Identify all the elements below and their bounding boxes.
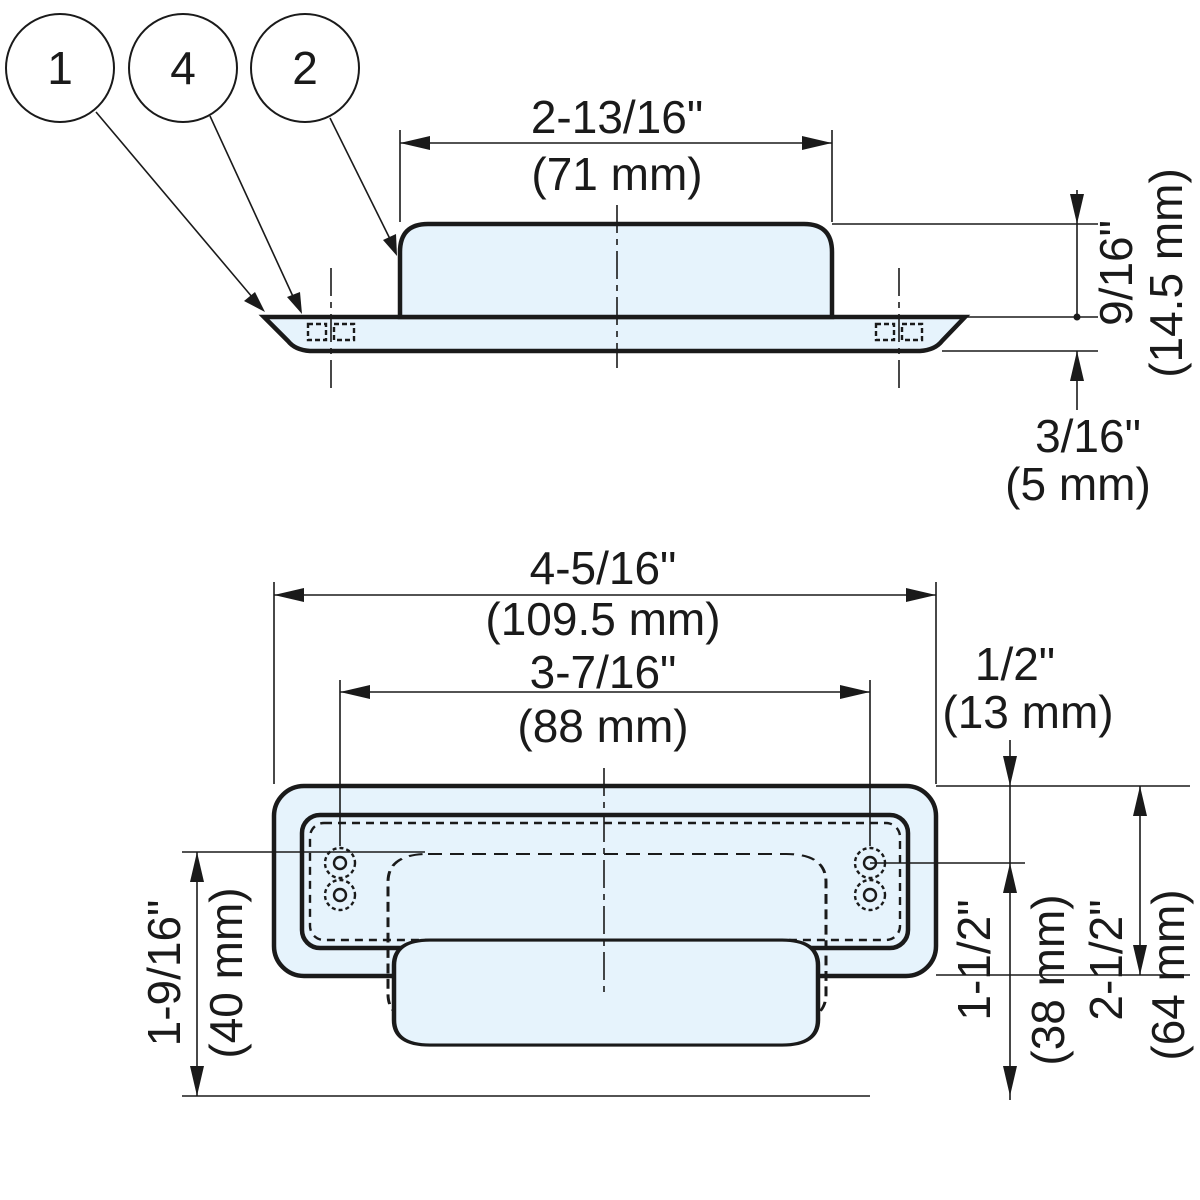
top-edge-offset-mm: (13 mm) xyxy=(942,686,1113,738)
arrow xyxy=(274,588,304,602)
callout-label: 2 xyxy=(292,42,318,94)
callout-4: 4 xyxy=(128,13,238,123)
side-stud-right xyxy=(874,322,924,342)
top-hole-x-mm: (88 mm) xyxy=(517,700,688,752)
callout-leaders xyxy=(95,111,397,314)
side-view: 2-13/16" (71 mm) 9/16" (14.5 mm) 3/16" (… xyxy=(258,91,1192,510)
top-hole-y-right-inch: 1-1/2" xyxy=(948,899,1000,1020)
arrow xyxy=(840,685,870,699)
arrow xyxy=(190,1066,204,1096)
arrow xyxy=(1133,945,1147,975)
mounting-stud-bottom-right xyxy=(853,878,887,912)
callout-1: 1 xyxy=(5,13,115,123)
side-height-inch: 9/16" xyxy=(1090,220,1142,326)
top-width-inch: 4-5/16" xyxy=(530,542,677,594)
mounting-stud-bottom-left xyxy=(323,878,357,912)
dim-dot xyxy=(1073,313,1081,321)
top-height-inch: 2-1/2" xyxy=(1080,899,1132,1020)
top-hole-x-inch: 3-7/16" xyxy=(530,646,677,698)
top-edge-offset-inch: 1/2" xyxy=(975,638,1055,690)
side-body xyxy=(397,221,835,320)
leader-arrow-2 xyxy=(383,234,397,256)
arrow xyxy=(1003,863,1017,893)
arrow xyxy=(906,588,936,602)
top-grip-opening-shape xyxy=(391,938,821,1047)
callout-circle xyxy=(128,13,238,123)
leader-arrow-1 xyxy=(244,292,265,312)
side-width-inch: 2-13/16" xyxy=(531,91,703,143)
top-hole-y-left-mm: (40 mm) xyxy=(200,887,252,1058)
mounting-stud-top-left xyxy=(323,846,357,880)
top-height-mm: (64 mm) xyxy=(1142,889,1194,1060)
arrow xyxy=(1133,786,1147,816)
arrow xyxy=(400,136,430,150)
arrow xyxy=(340,685,370,699)
side-flange-inch: 3/16" xyxy=(1035,410,1141,462)
arrow xyxy=(1003,1066,1017,1096)
callout-2: 2 xyxy=(250,13,360,123)
callout-circle xyxy=(5,13,115,123)
side-stud-left xyxy=(306,322,356,342)
top-inner-rim-hidden xyxy=(308,821,902,942)
top-hole-y-left-inch: 1-9/16" xyxy=(138,900,190,1047)
top-view: 4-5/16" (109.5 mm) 3-7/16" (88 mm) 1/2" … xyxy=(138,542,1194,1100)
leader-line-4 xyxy=(209,115,297,304)
arrow xyxy=(1070,351,1084,381)
arrow xyxy=(1070,194,1084,224)
side-height-mm: (14.5 mm) xyxy=(1140,168,1192,378)
callout-circle xyxy=(250,13,360,123)
top-width-mm: (109.5 mm) xyxy=(485,593,720,645)
side-flange-mm: (5 mm) xyxy=(1005,458,1151,510)
leader-line-1 xyxy=(95,111,259,305)
arrow xyxy=(1003,756,1017,786)
leader-arrow-4 xyxy=(287,292,302,314)
arrow xyxy=(802,136,832,150)
side-flange xyxy=(258,314,971,354)
callout-label: 1 xyxy=(47,42,73,94)
top-hole-y-right-mm: (38 mm) xyxy=(1022,894,1074,1065)
side-width-mm: (71 mm) xyxy=(531,148,702,200)
callout-label: 4 xyxy=(170,42,196,94)
leader-line-2 xyxy=(329,117,393,244)
arrow xyxy=(190,852,204,882)
